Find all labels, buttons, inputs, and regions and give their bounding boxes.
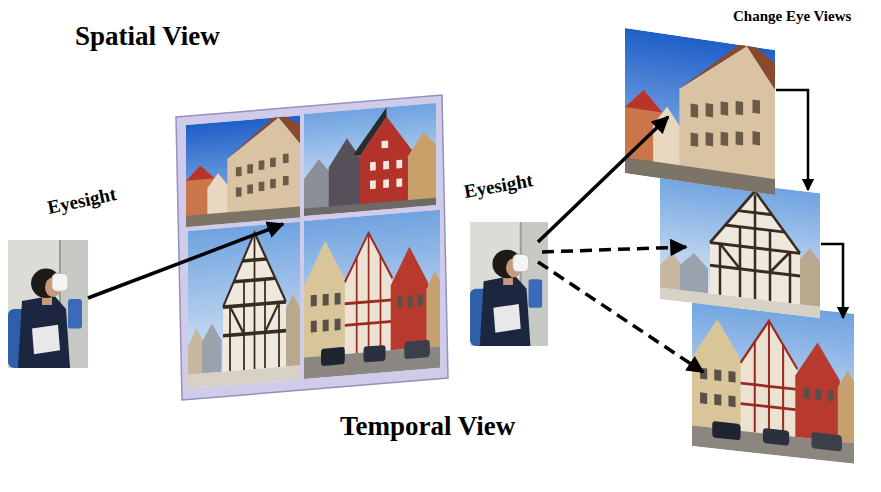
gaze-arrow-dashed — [542, 247, 686, 252]
eyesight-label: Eyesight — [462, 170, 534, 203]
gaze-arrow — [538, 117, 668, 242]
photo — [625, 21, 775, 195]
sequence-bracket — [776, 90, 808, 190]
eyesight-label: Eyesight — [46, 184, 119, 219]
photo — [692, 296, 854, 464]
gaze-arrow — [88, 224, 283, 298]
sequence-bracket — [821, 244, 843, 318]
view-heading: Spatial View — [75, 22, 220, 52]
gaze-arrow-dashed — [538, 262, 703, 372]
photo — [304, 210, 440, 379]
view-heading: Temporal View — [340, 412, 515, 442]
photo — [188, 222, 300, 389]
sequence-heading: Change Eye Views — [733, 8, 851, 25]
photo — [304, 103, 436, 216]
photo — [186, 111, 300, 227]
person-photo — [8, 240, 88, 368]
person-photo — [470, 222, 548, 346]
